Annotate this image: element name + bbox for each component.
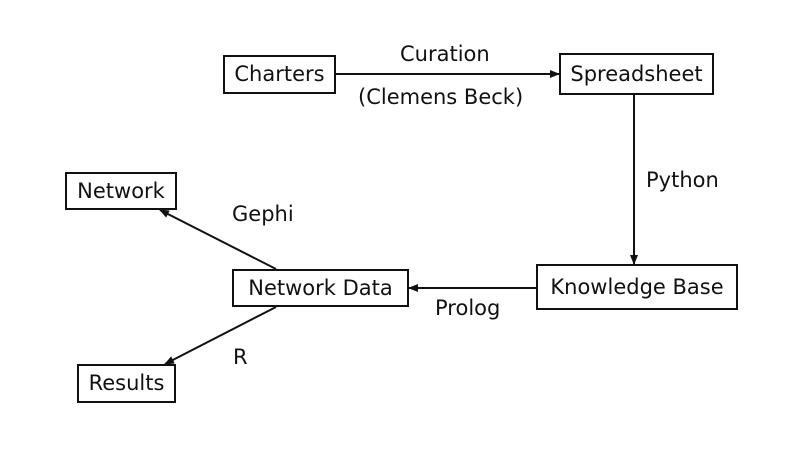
edge-network-data-to-results	[164, 306, 277, 365]
edge-label-python: Python	[646, 168, 719, 192]
edge-network-data-to-network	[159, 209, 277, 270]
node-knowledge-base: Knowledge Base	[536, 264, 738, 310]
node-charters: Charters	[223, 55, 336, 94]
edge-label-gephi: Gephi	[232, 202, 294, 226]
edge-label-r: R	[233, 345, 248, 369]
edge-label-curator: (Clemens Beck)	[358, 85, 524, 109]
node-results: Results	[77, 364, 176, 403]
node-spreadsheet: Spreadsheet	[559, 53, 714, 95]
node-network: Network	[65, 172, 177, 210]
node-network-data: Network Data	[232, 269, 409, 307]
edge-label-curation: Curation	[400, 42, 490, 66]
edge-label-prolog: Prolog	[435, 296, 501, 320]
